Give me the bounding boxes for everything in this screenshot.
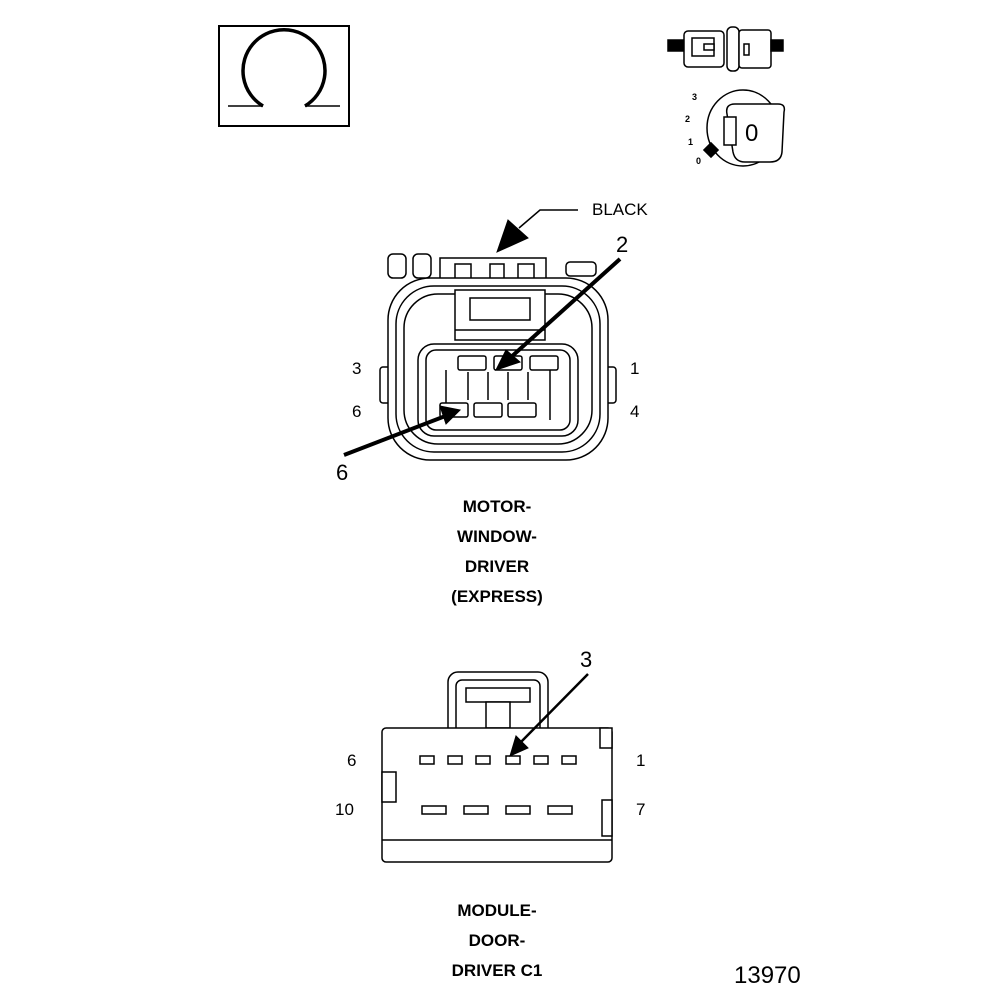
pin-label: 1 xyxy=(630,359,640,378)
caption-line: WINDOW- xyxy=(457,527,537,546)
pin-label: 7 xyxy=(636,800,646,819)
wire-color-label: BLACK xyxy=(592,200,648,219)
ignition-position-label: 1 xyxy=(688,137,694,147)
caption-line: DRIVER xyxy=(464,557,530,576)
ignition-switch-icon xyxy=(702,89,786,167)
callout-arrows-1 xyxy=(343,209,622,457)
key-position-label: 0 xyxy=(745,120,759,147)
callout-number: 2 xyxy=(616,232,629,257)
ohm-symbol-icon xyxy=(218,25,350,127)
pin-label: 3 xyxy=(352,359,362,378)
disconnected-connector-icon xyxy=(667,26,784,72)
ignition-position-label: 3 xyxy=(692,92,698,102)
pin-label: 6 xyxy=(347,751,357,770)
caption-line: MODULE- xyxy=(457,901,537,920)
connector-1-caption: MOTOR- WINDOW- DRIVER (EXPRESS) xyxy=(397,492,597,612)
pin-label: 6 xyxy=(352,402,362,421)
callout-number: 3 xyxy=(580,647,593,672)
connector-2-terminal xyxy=(419,755,577,815)
callout-arrow-2 xyxy=(509,673,589,757)
pin-label: 4 xyxy=(630,402,640,421)
callout-number: 6 xyxy=(336,460,349,485)
figure-number: 13970 xyxy=(734,962,801,989)
ignition-position-label: 0 xyxy=(696,156,702,166)
connector-2-caption: MODULE- DOOR- DRIVER C1 xyxy=(397,896,597,986)
pin-label: 10 xyxy=(335,800,354,819)
module-door-connector xyxy=(381,671,613,863)
caption-line: MOTOR- xyxy=(462,497,532,516)
caption-line: DRIVER C1 xyxy=(451,961,543,980)
pin-label: 1 xyxy=(636,751,646,770)
caption-line: (EXPRESS) xyxy=(451,587,543,606)
ignition-position-label: 2 xyxy=(685,114,691,124)
caption-line: DOOR- xyxy=(468,931,526,950)
